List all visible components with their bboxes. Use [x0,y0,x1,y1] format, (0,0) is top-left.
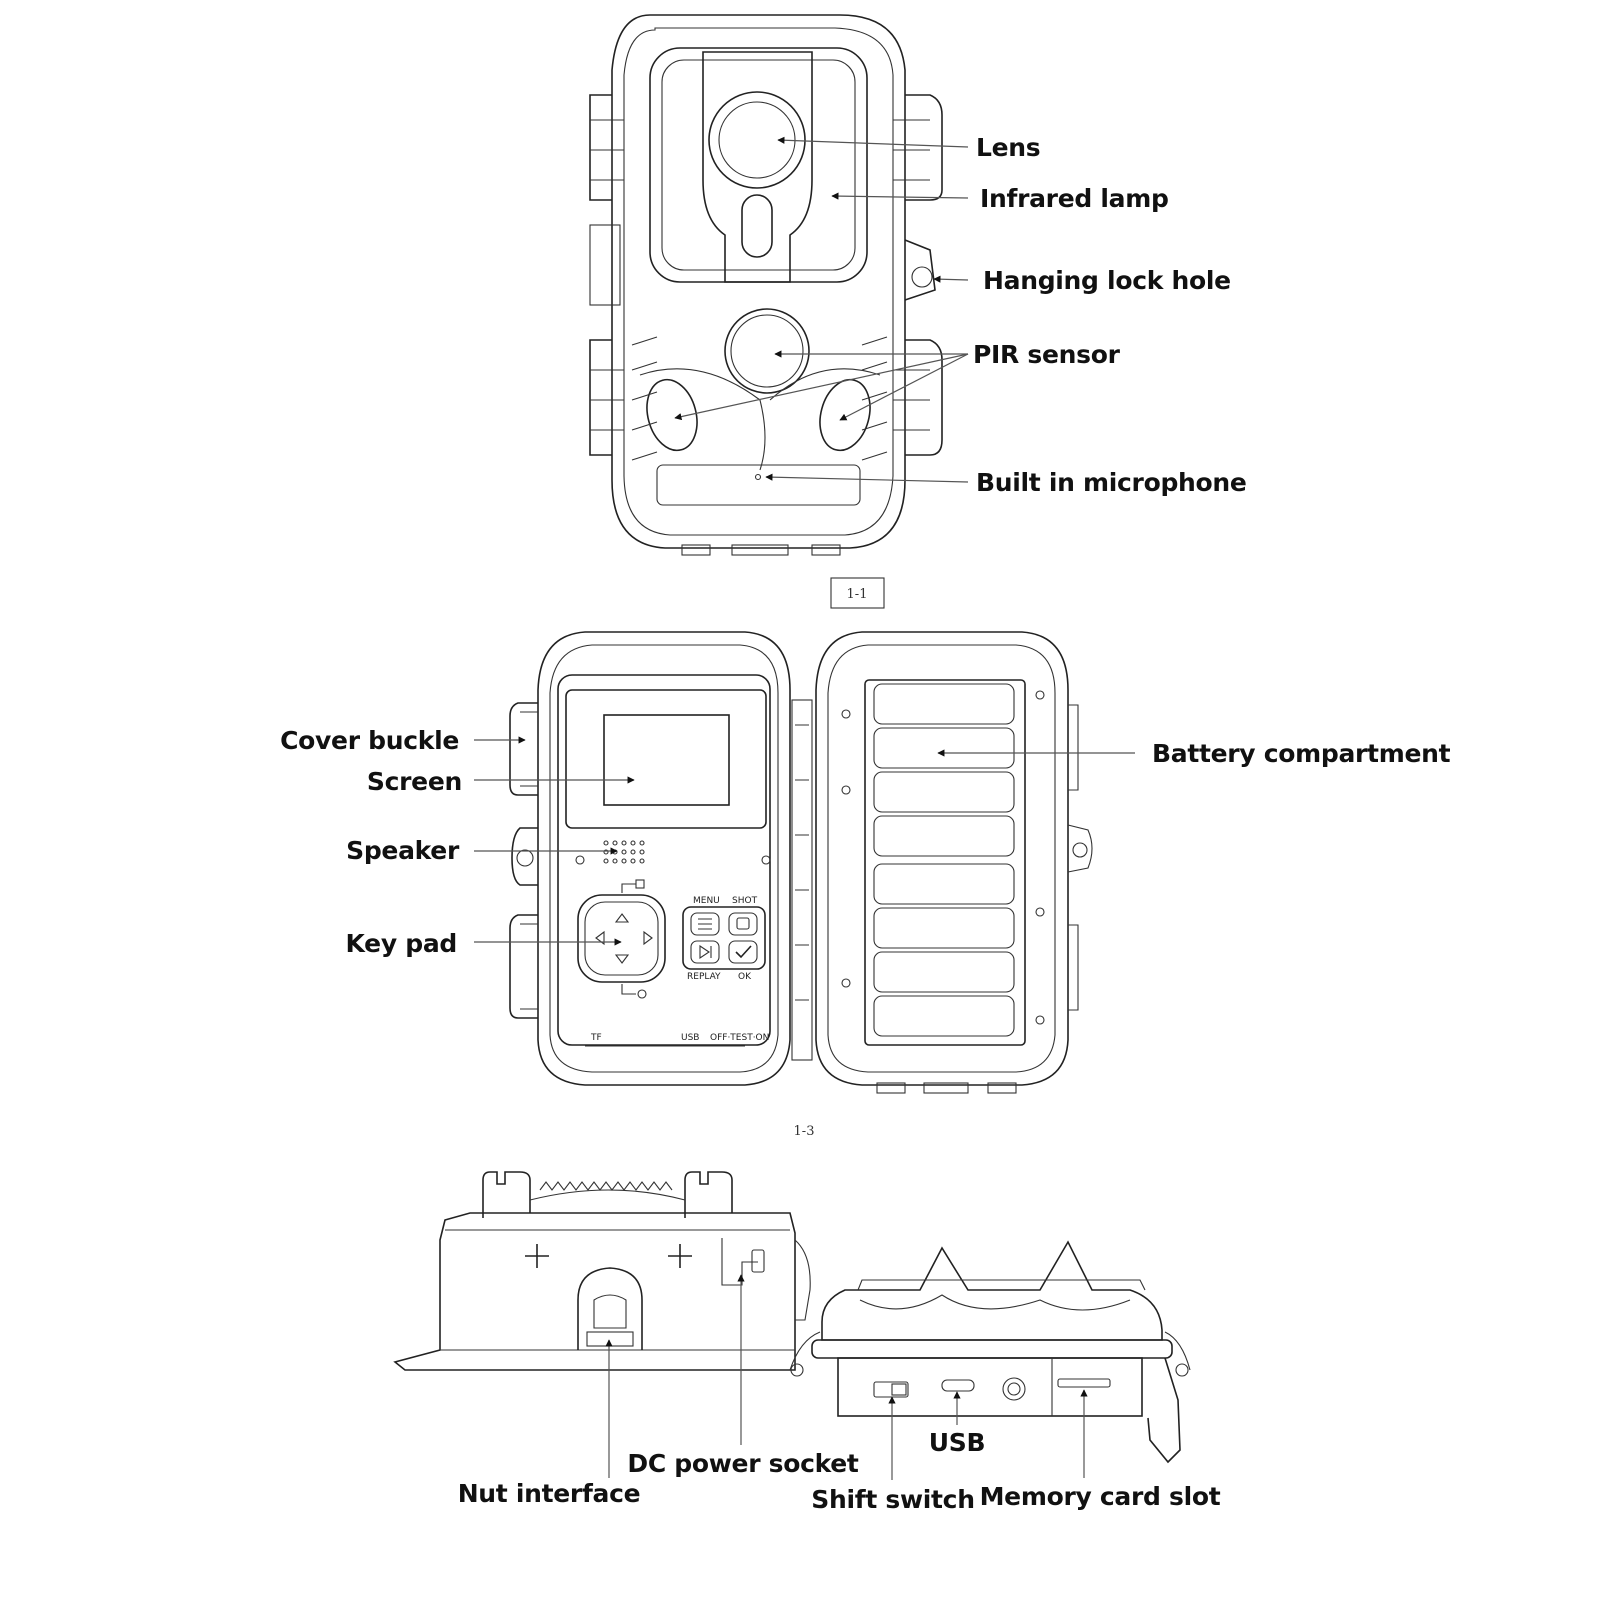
pir-sensor-left [646,378,698,452]
label-built-in-microphone: Built in microphone [976,468,1247,497]
round-socket [1002,1377,1026,1401]
lens-icon [708,91,806,189]
arrow-left-icon [595,930,605,946]
ok-check-icon [728,940,758,964]
panel-menu-text: MENU [693,896,720,906]
infrared-lamp-slot [741,194,773,258]
panel-usb-text: USB [681,1033,699,1043]
caption-1-1: 1-1 [847,587,868,602]
battery-compartment [864,679,1026,1046]
label-cover-buckle: Cover buckle [280,726,459,755]
camera-door-shell [537,631,791,1086]
label-usb: USB [929,1428,985,1457]
hanging-lock-hole [911,266,933,288]
label-screen: Screen [367,767,462,796]
panel-switch-text: OFF·TEST·ON [710,1033,769,1043]
camera-door-bottom [393,1212,796,1371]
label-infrared-lamp: Infrared lamp [980,184,1169,213]
label-pir-sensor: PIR sensor [973,340,1121,369]
panel-tf-text: TF [590,1033,602,1043]
microphone-hole [754,473,762,481]
hanging-lock-tab [904,239,936,301]
speaker-grille [603,840,645,864]
camera-body-bottom [821,1240,1163,1341]
arrow-right-icon [643,930,653,946]
usb-port [941,1379,975,1392]
figure-bottom-view: DC power socket Nut interface USB Shift … [393,1171,1221,1514]
directional-keypad [577,894,666,983]
cover-buckle-upper [509,702,538,796]
replay-icon [690,940,720,964]
label-speaker: Speaker [346,836,460,865]
nut-interface-mount [577,1267,643,1350]
panel-ok-text: OK [738,972,752,982]
screen-display [603,714,730,806]
dc-power-socket-cable [721,1238,758,1286]
label-hanging-lock-hole: Hanging lock hole [983,266,1231,295]
label-dc-power-socket: DC power socket [627,1449,859,1478]
pir-sensor-right [819,378,871,452]
panel-shot-text: SHOT [732,896,758,906]
camera-body-shell [815,631,1069,1086]
label-shift-switch: Shift switch [811,1485,974,1514]
pir-sensor-center [724,308,810,394]
cover-buckle-lower [509,914,538,1019]
screen-frame [565,689,767,829]
arrow-down-icon [614,954,630,964]
shot-icon [728,912,758,936]
caption-box-1 [830,577,885,609]
label-memory-card-slot: Memory card slot [980,1482,1221,1511]
panel-replay-text: REPLAY [687,972,721,982]
arrow-up-icon [614,913,630,923]
lens-holder [702,51,813,283]
figure-front-view: Lens Infrared lamp Hanging lock hole PIR… [589,14,1247,609]
memory-card-slot [1057,1378,1111,1388]
label-lens: Lens [976,133,1040,162]
latch-clip [1147,1357,1181,1464]
label-nut-interface: Nut interface [458,1479,641,1508]
figure-open-view: MENU SHOT REPLAY OK TF USB OFF·TEST·ON [280,631,1451,1139]
label-key-pad: Key pad [346,929,457,958]
menu-icon [690,912,720,936]
battery-slots [873,683,1015,1037]
bottom-port-panel [837,1357,1143,1417]
caption-1-3: 1-3 [794,1124,815,1139]
camera-front-shell [611,14,906,549]
label-battery-compartment: Battery compartment [1152,739,1451,768]
